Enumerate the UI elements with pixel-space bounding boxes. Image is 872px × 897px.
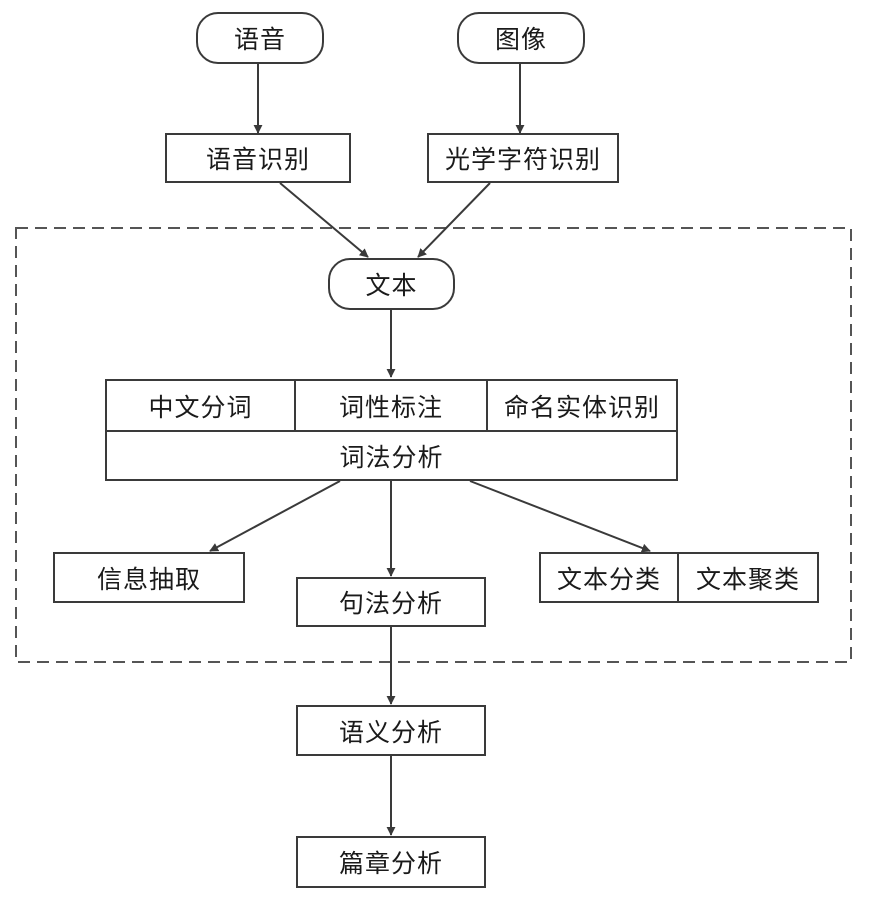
word-segmentation-node: 中文分词 bbox=[105, 379, 296, 432]
discourse-analysis-node: 篇章分析 bbox=[296, 836, 486, 888]
arrow-lexical-to-classification bbox=[469, 480, 651, 553]
arrow-recognition-to-text bbox=[279, 182, 369, 258]
speech-recognition-node: 语音识别 bbox=[165, 133, 351, 183]
text-processing-region bbox=[15, 227, 852, 663]
arrow-ocr-to-text bbox=[417, 182, 491, 258]
text-classification-node: 文本分类 bbox=[539, 552, 679, 603]
semantic-analysis-node: 语义分析 bbox=[296, 705, 486, 756]
text-node: 文本 bbox=[328, 258, 455, 310]
text-clustering-node: 文本聚类 bbox=[679, 552, 819, 603]
ocr-node: 光学字符识别 bbox=[427, 133, 619, 183]
syntactic-analysis-node: 句法分析 bbox=[296, 577, 486, 627]
information-extraction-node: 信息抽取 bbox=[53, 552, 245, 603]
image-node: 图像 bbox=[457, 12, 585, 64]
ner-node: 命名实体识别 bbox=[488, 379, 678, 432]
speech-node: 语音 bbox=[196, 12, 324, 64]
arrow-lexical-to-extraction bbox=[209, 480, 341, 552]
pos-tagging-node: 词性标注 bbox=[296, 379, 488, 432]
lexical-analysis-node: 词法分析 bbox=[105, 430, 678, 481]
